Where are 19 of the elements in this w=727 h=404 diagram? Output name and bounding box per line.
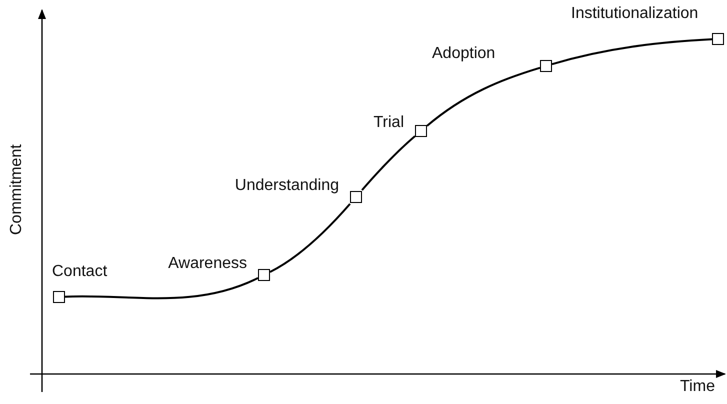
stage-marker <box>350 191 362 203</box>
stage-marker <box>415 125 427 137</box>
curve-segment <box>426 66 540 127</box>
stage-label: Institutionalization <box>571 5 698 23</box>
axis-title: Time <box>680 378 715 396</box>
stage-label: Trial <box>373 114 404 132</box>
curve-segment <box>270 203 351 273</box>
stage-marker <box>712 33 724 45</box>
stage-marker <box>53 291 65 303</box>
curve-segment <box>361 135 416 191</box>
stage-label: Understanding <box>234 177 339 195</box>
stage-marker <box>540 60 552 72</box>
stage-label: Adoption <box>432 45 496 63</box>
curve-segment <box>552 38 712 66</box>
stage-label: Awareness <box>168 255 247 273</box>
stage-label: Contact <box>52 263 108 281</box>
axis-title: Commitment <box>8 145 26 235</box>
curve-segment <box>64 277 258 300</box>
stage-marker <box>258 269 270 281</box>
